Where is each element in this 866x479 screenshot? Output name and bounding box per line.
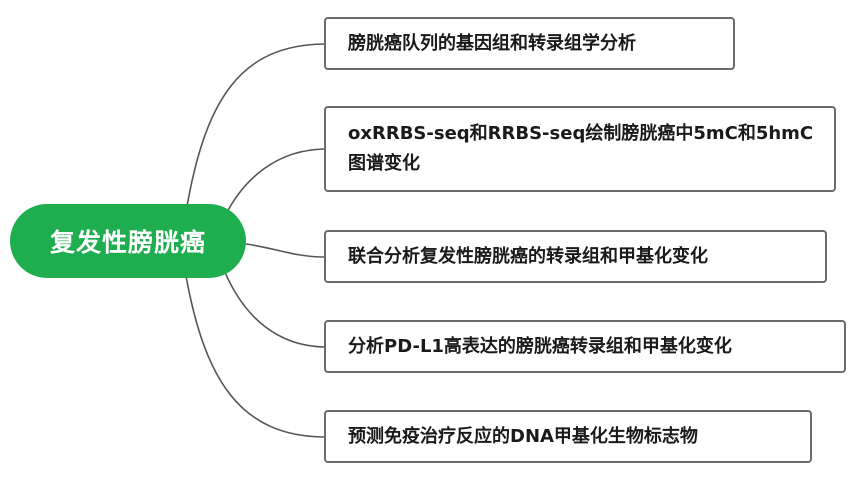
branch-node-5: 预测免疫治疗反应的DNA甲基化生物标志物 [324, 410, 812, 463]
connector-branch-2 [223, 148, 325, 219]
connector-branch-3 [245, 243, 325, 258]
connector-branch-1 [185, 43, 325, 213]
root-node-label: 复发性膀胱癌 [49, 228, 206, 257]
branch-node-label: 预测免疫治疗反应的DNA甲基化生物标志物 [348, 425, 698, 447]
branch-node-3: 联合分析复发性膀胱癌的转录组和甲基化变化 [324, 230, 827, 283]
branch-node-label: 膀胱癌队列的基因组和转录组学分析 [348, 32, 636, 54]
branch-node-2: oxRRBS-seq和RRBS-seq绘制膀胱癌中5mC和5hmC图谱变化 [324, 106, 836, 192]
branch-node-label: 分析PD-L1高表达的膀胱癌转录组和甲基化变化 [348, 335, 732, 357]
branch-node-label: 联合分析复发性膀胱癌的转录组和甲基化变化 [348, 245, 708, 267]
branch-node-4: 分析PD-L1高表达的膀胱癌转录组和甲基化变化 [324, 320, 846, 373]
connector-branch-5 [185, 275, 325, 438]
branch-node-label: oxRRBS-seq和RRBS-seq绘制膀胱癌中5mC和5hmC图谱变化 [348, 123, 814, 174]
branch-node-1: 膀胱癌队列的基因组和转录组学分析 [324, 17, 735, 70]
connector-branch-4 [223, 269, 325, 348]
root-node: 复发性膀胱癌 [10, 204, 246, 278]
